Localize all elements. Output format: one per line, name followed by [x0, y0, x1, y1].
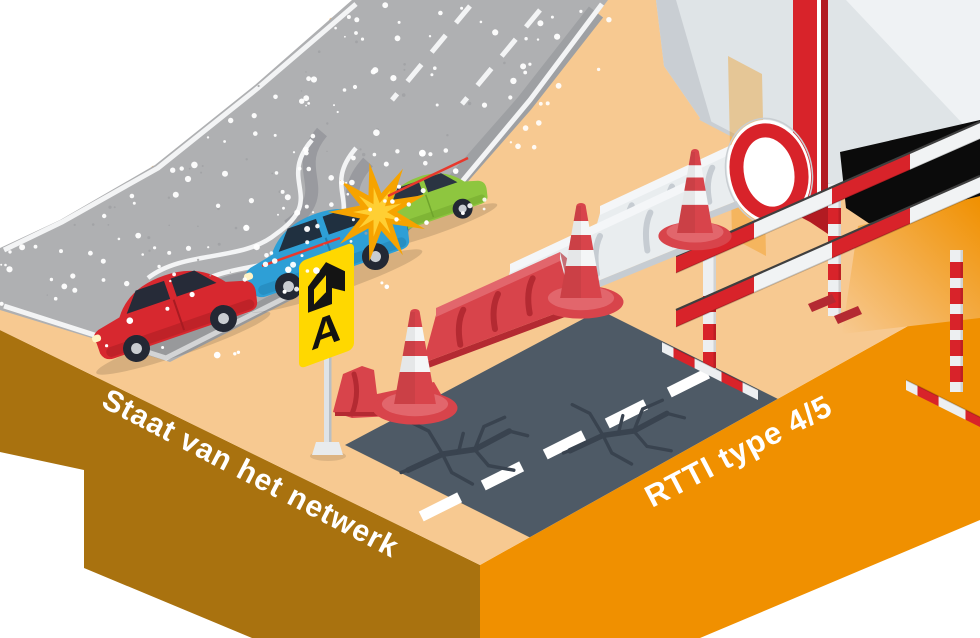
fence-foot — [905, 379, 980, 428]
fence-foot — [661, 341, 759, 400]
platform-right-face — [480, 287, 980, 638]
impact-streak — [387, 156, 469, 198]
platform-left-face — [0, 330, 480, 638]
roadwork-objects — [91, 120, 980, 428]
detour-arrow-notch — [314, 275, 326, 305]
detour-sign-pole — [324, 300, 331, 446]
fence-rail — [675, 174, 980, 328]
detour-sign-assembly: A — [299, 243, 354, 461]
detour-sign-pole-shade — [329, 300, 332, 446]
traffic-cone — [372, 309, 458, 425]
fence-post — [950, 250, 963, 392]
platform-faces — [0, 287, 980, 638]
car-red — [91, 270, 271, 375]
detour-sign-letter: A — [311, 303, 341, 361]
traffic-cone — [658, 149, 732, 251]
crash-burst-icon — [328, 162, 425, 262]
snowfall — [0, 2, 612, 359]
traffic-cone — [538, 203, 624, 319]
red-barrier — [423, 252, 576, 370]
detour-sign: A — [299, 243, 354, 368]
detour-sign-pole-base — [312, 442, 343, 455]
